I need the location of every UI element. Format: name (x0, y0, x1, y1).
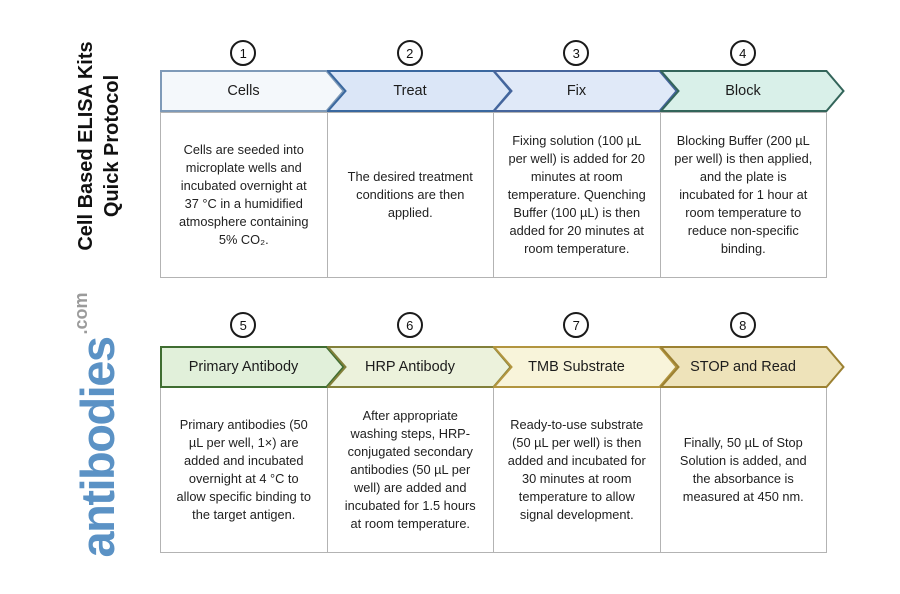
step-arrow-shape (659, 346, 845, 388)
step-number-badge: 7 (563, 312, 590, 338)
step-arrow: Primary Antibody (160, 346, 345, 388)
step-number-badge: 5 (230, 312, 257, 338)
step-description-text: Finally, 50 µL of Stop Solution is added… (679, 435, 807, 504)
logo-domain-suffix: .com (70, 292, 91, 335)
sidebar-title-line2: Quick Protocol (101, 74, 123, 218)
step-arrow-label: HRP Antibody (364, 359, 455, 375)
step-description-box: Finally, 50 µL of Stop Solution is added… (659, 387, 827, 553)
sidebar-title-line1: Cell Based ELISA Kits (75, 41, 97, 251)
step-arrow-label: Fix (566, 83, 587, 99)
step-number-badge: 3 (563, 40, 590, 66)
step-number-badge: 6 (396, 312, 423, 338)
step-description-text: Ready-to-use substrate (50 µL per well) … (507, 417, 646, 522)
step-description-box: Primary antibodies (50 µL per well, 1×) … (160, 387, 328, 553)
step-number-badge: 4 (729, 40, 756, 66)
step-description-text: After appropriate washing steps, HRP-con… (344, 408, 476, 531)
step-description-text: The desired treatment conditions are the… (347, 169, 473, 220)
step-number-badge: 2 (396, 40, 423, 66)
step-arrow: HRP Antibody (326, 346, 512, 388)
antibodies-logo: antibodies .com (52, 273, 142, 577)
step-number-badge: 1 (230, 40, 257, 66)
step-arrow: Fix (493, 70, 678, 112)
step-description-box: Fixing solution (100 µL per well) is add… (493, 112, 661, 278)
step-description-text: Blocking Buffer (200 µL per well) is the… (674, 133, 813, 256)
step-arrow-label: Cells (227, 83, 260, 99)
logo-wordmark: antibodies (70, 337, 124, 558)
step-arrow-label: Primary Antibody (188, 359, 299, 375)
step-description-text: Primary antibodies (50 µL per well, 1×) … (176, 417, 311, 522)
step-description-box: After appropriate washing steps, HRP-con… (326, 387, 494, 553)
step-arrow-label: TMB Substrate (528, 359, 625, 375)
step-arrow: Treat (326, 70, 512, 112)
step-arrow-label: Treat (393, 83, 427, 99)
step-arrow: Cells (160, 70, 345, 112)
step-description-box: Ready-to-use substrate (50 µL per well) … (493, 387, 661, 553)
step-arrow: STOP and Read (659, 346, 845, 388)
step-arrow: TMB Substrate (493, 346, 678, 388)
step-description-text: Fixing solution (100 µL per well) is add… (507, 133, 646, 256)
step-description-box: The desired treatment conditions are the… (326, 112, 494, 278)
step-arrow: Block (659, 70, 845, 112)
step-description-text: Cells are seeded into microplate wells a… (179, 142, 309, 247)
step-number-badge: 8 (729, 312, 756, 338)
step-arrow-label: STOP and Read (690, 359, 796, 375)
step-arrow-shape (659, 70, 845, 112)
sidebar-title: Cell Based ELISA Kits Quick Protocol (73, 31, 125, 261)
step-description-box: Blocking Buffer (200 µL per well) is the… (659, 112, 827, 278)
step-arrow-label: Block (725, 83, 761, 99)
step-description-box: Cells are seeded into microplate wells a… (160, 112, 328, 278)
